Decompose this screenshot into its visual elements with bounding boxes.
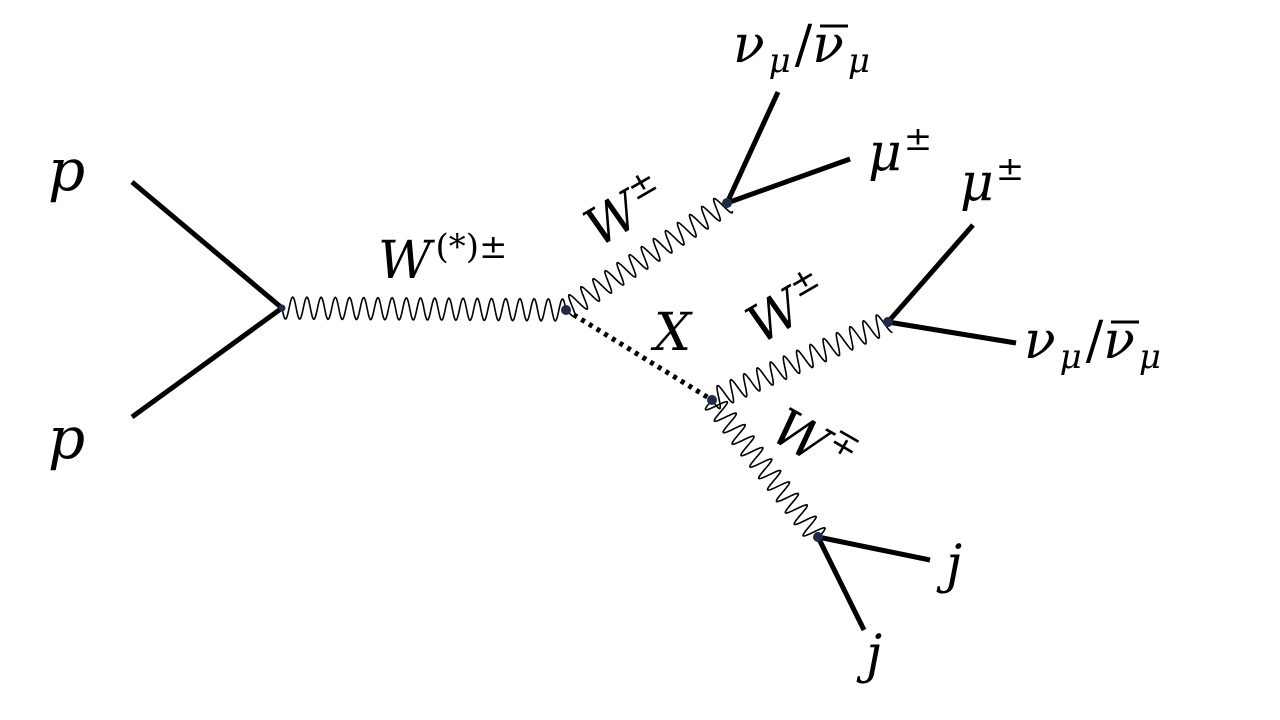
nubar-subscript: μ: [848, 41, 870, 81]
muon-upper-superscript: ±: [904, 119, 933, 159]
jet-line-a: [817, 534, 931, 563]
jet-label-b: j: [856, 625, 882, 685]
svg-text:νμ/νμ: νμ/νμ: [1024, 311, 1161, 377]
vertex-w-split: [561, 305, 571, 315]
w-propagator-symbol: W: [378, 231, 435, 291]
proton-label-bottom: p: [48, 404, 85, 472]
vertex-x-decay: [707, 395, 717, 405]
w-upper-line: [565, 197, 734, 319]
jet-line-b: [815, 535, 867, 632]
muon-right-superscript: ±: [996, 149, 1025, 189]
muon-upper-symbol: μ: [868, 123, 902, 183]
nubar-symbol: ν: [1103, 311, 1135, 371]
muon-line-right: [886, 223, 975, 324]
muon-label-upper: μ±: [868, 119, 932, 183]
w-right-line: [711, 314, 893, 410]
w-propagator-label: W(*)±: [378, 227, 507, 291]
jet-label-a: j: [936, 535, 962, 595]
svg-text:νμ/νμ: νμ/νμ: [733, 15, 870, 81]
w-propagator-line: [281, 296, 567, 322]
proton-line-top: [130, 180, 284, 310]
muon-right-symbol: μ: [960, 153, 994, 213]
scalar-x-line: [564, 307, 714, 403]
nu-symbol: ν: [1024, 311, 1056, 371]
muon-label-right: μ±: [960, 149, 1024, 213]
vertex-jet-decay: [813, 532, 823, 542]
neutrino-line-upper: [724, 90, 781, 205]
slash: /: [1086, 311, 1104, 371]
nubar-symbol: ν: [812, 15, 844, 75]
vertex-upper-decay: [722, 198, 732, 208]
muon-line-upper: [726, 156, 851, 206]
w-lower-line: [704, 399, 826, 537]
scalar-x-label: X: [650, 303, 693, 363]
w-propagator-superscript: (*)±: [435, 227, 507, 267]
proton-label-top: p: [48, 136, 85, 204]
vertex-right-decay: [883, 317, 893, 327]
nubar-subscript: μ: [1139, 337, 1161, 377]
nu-symbol: ν: [733, 15, 765, 75]
vertex-production: [278, 304, 286, 312]
proton-line-bottom: [130, 305, 284, 420]
w-lower-symbol: W: [762, 397, 841, 477]
nu-subscript: μ: [769, 41, 791, 81]
neutrino-line-right: [887, 319, 1017, 346]
slash: /: [795, 15, 813, 75]
nu-subscript: μ: [1060, 337, 1082, 377]
